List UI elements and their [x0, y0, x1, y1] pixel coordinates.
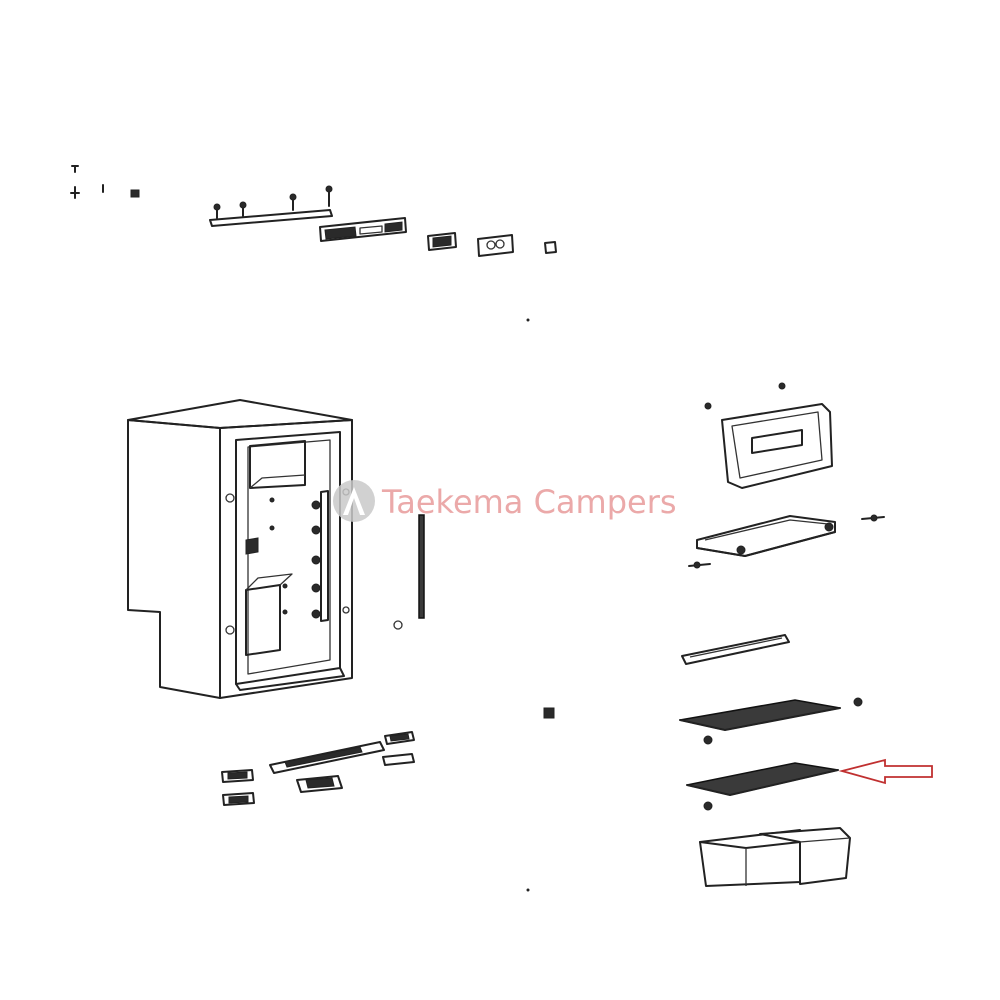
upper-wire-shelf — [679, 697, 863, 745]
crisper-cover-strip — [681, 634, 790, 665]
watermark-logo-icon — [333, 480, 375, 522]
cabinet-body — [127, 399, 353, 699]
thermostat-knob-plate — [477, 234, 557, 257]
top-hinge-bracket — [209, 185, 333, 227]
base-feet-and-brackets — [221, 707, 555, 806]
seal-strip — [393, 514, 425, 630]
switch-plate — [427, 232, 457, 251]
lower-wire-shelf — [686, 762, 839, 811]
watermark-text: Taekema Campers — [381, 483, 677, 521]
door-bin-cover — [704, 382, 833, 489]
control-panel-frame — [319, 217, 407, 242]
highlight-arrow — [838, 758, 933, 785]
freezer-tray — [688, 514, 885, 569]
screw-set — [70, 165, 140, 199]
crisper-drawer-right — [759, 827, 851, 885]
watermark: Taekema Campers — [333, 480, 677, 522]
